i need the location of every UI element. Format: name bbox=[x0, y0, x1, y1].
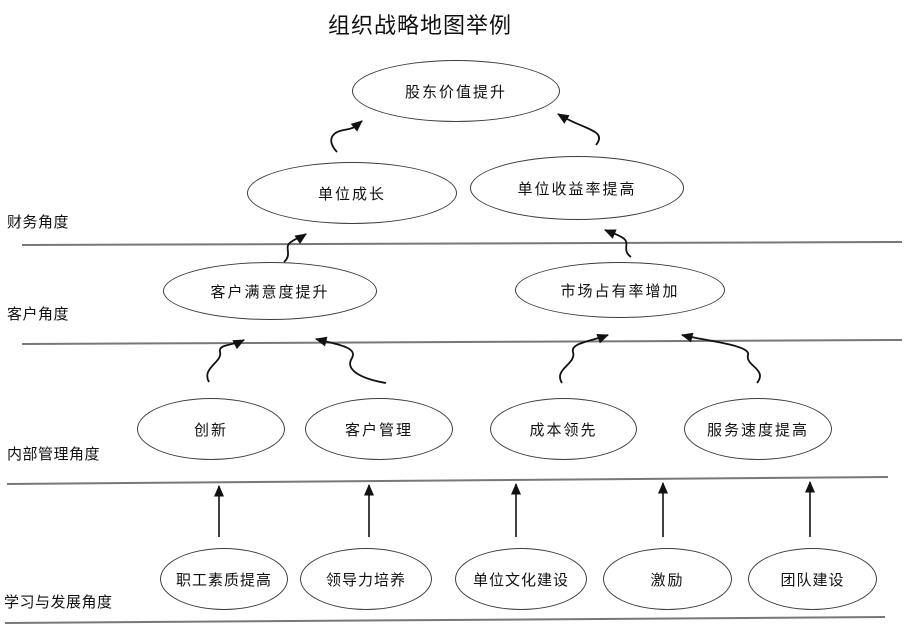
node-service-speed: 服务速度提高 bbox=[684, 398, 832, 460]
perspective-label-finance: 财务角度 bbox=[7, 214, 70, 231]
arrow-unit-profitability-to-shareholder-value bbox=[557, 113, 600, 146]
band-line-finance bbox=[21, 241, 903, 246]
band-line-learning bbox=[4, 616, 886, 624]
arrow-innovation-to-customer-satisfaction bbox=[206, 339, 245, 383]
node-leadership-development: 领导力培养 bbox=[300, 548, 432, 610]
node-customer-satisfaction: 客户满意度提升 bbox=[163, 262, 377, 320]
band-line-internal bbox=[6, 476, 889, 485]
node-shareholder-value: 股东价值提升 bbox=[352, 60, 560, 122]
band-line-customer bbox=[21, 339, 903, 345]
node-market-share: 市场占有率增加 bbox=[515, 262, 725, 318]
perspective-label-learning: 学习与发展角度 bbox=[4, 594, 113, 611]
node-staff-quality: 职工素质提高 bbox=[160, 548, 288, 610]
node-team-building: 团队建设 bbox=[748, 548, 877, 610]
arrow-customer-satisfaction-to-unit-growth bbox=[283, 233, 307, 263]
arrow-market-share-to-unit-profitability bbox=[604, 229, 632, 258]
diagram-title: 组织战略地图举例 bbox=[327, 13, 512, 38]
arrow-customer-management-to-customer-satisfaction bbox=[315, 336, 387, 384]
perspective-label-internal: 内部管理角度 bbox=[7, 446, 101, 463]
node-culture-building: 单位文化建设 bbox=[455, 548, 587, 610]
arrow-unit-growth-to-shareholder-value bbox=[330, 120, 363, 153]
node-cost-leadership: 成本领先 bbox=[490, 398, 637, 460]
node-incentive: 激励 bbox=[603, 548, 732, 610]
node-unit-growth: 单位成长 bbox=[247, 162, 457, 224]
perspective-label-customer: 客户角度 bbox=[7, 306, 70, 323]
node-unit-profitability: 单位收益率提高 bbox=[470, 156, 684, 220]
arrow-cost-leadership-to-market-share bbox=[559, 334, 609, 384]
arrow-service-speed-to-market-share bbox=[681, 332, 761, 384]
node-customer-management: 客户管理 bbox=[305, 398, 453, 460]
node-innovation: 创新 bbox=[137, 398, 285, 460]
